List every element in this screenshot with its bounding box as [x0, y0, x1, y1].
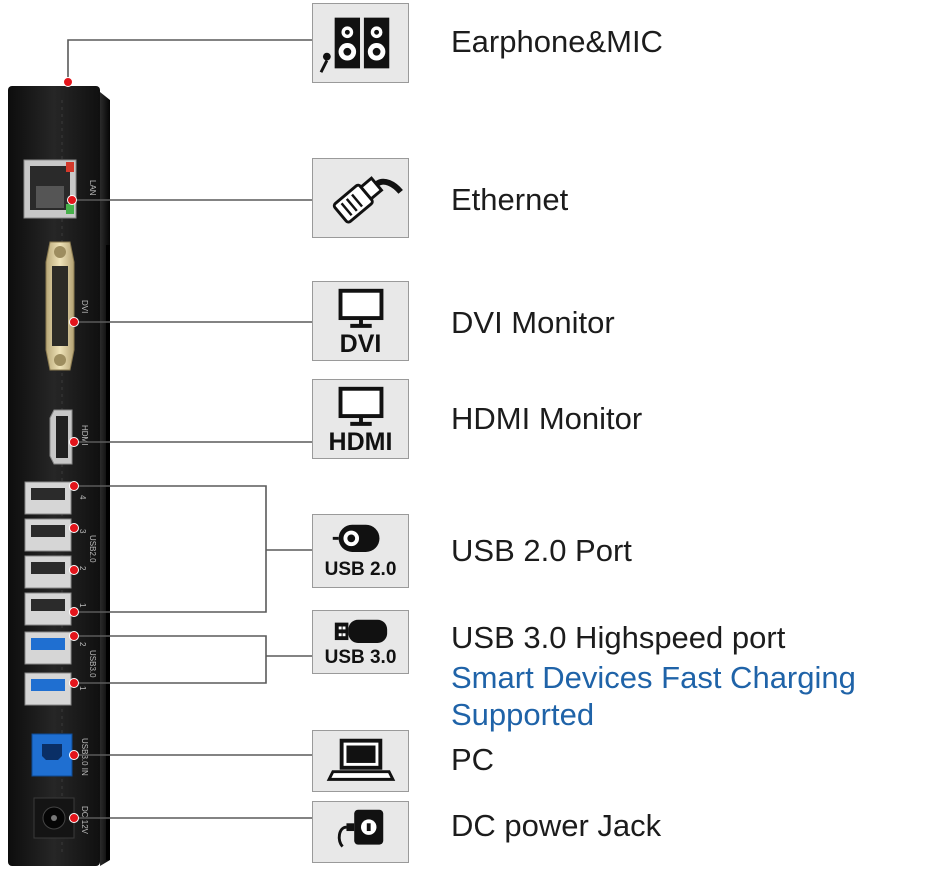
- label-fast-charging-line1: Smart Devices Fast Charging: [451, 660, 856, 695]
- usb-stick-icon: [334, 619, 388, 643]
- label-dvi-monitor: DVI Monitor: [451, 305, 615, 340]
- callout-dot-usb2-3: [69, 523, 79, 533]
- callout-dot-dc: [69, 813, 79, 823]
- device-front-panel: [8, 86, 100, 866]
- usb2-caption: USB 2.0: [324, 559, 397, 580]
- hdmi-monitor-icon-box: HDMI: [312, 379, 409, 459]
- label-usb3-port: USB 3.0 Highspeed port: [451, 620, 786, 655]
- callout-dot-ethernet: [67, 195, 77, 205]
- laptop-icon: [326, 738, 396, 781]
- label-ethernet: Ethernet: [451, 182, 569, 217]
- dvi-monitor-icon-box: DVI: [312, 281, 409, 361]
- hdmi-port-label: HDMI: [80, 425, 89, 445]
- connector-lines: [67, 39, 312, 819]
- usb3-port-num-1: 1: [78, 686, 87, 691]
- callout-dot-usb3-2: [69, 631, 79, 641]
- pc-icon-box: [312, 730, 409, 792]
- label-fast-charging-line2: Supported: [451, 697, 595, 732]
- usb3-upstream-port: USB3.0 IN: [31, 733, 89, 777]
- lan-label: LAN: [88, 180, 97, 196]
- label-hdmi-monitor: HDMI Monitor: [451, 401, 643, 436]
- usb2-port-num-4: 4: [78, 495, 87, 500]
- label-dc-power-jack: DC power Jack: [451, 808, 662, 843]
- dvi-caption: DVI: [339, 330, 382, 358]
- callout-dot-usb3-1: [69, 678, 79, 688]
- usb3-ports: 2 USB3.0 1: [24, 631, 97, 706]
- speakers-mic-icon: [319, 17, 390, 73]
- usb3-port-num-2: 2: [78, 642, 87, 647]
- connector-usb3: [74, 635, 312, 684]
- connector-earphone: [67, 39, 312, 82]
- usb3-icon-box: USB 3.0: [312, 610, 409, 674]
- hdmi-caption: HDMI: [328, 428, 393, 456]
- connector-usb2: [74, 485, 312, 613]
- dvi-port-label: DVI: [80, 300, 89, 313]
- usb2-port-num-1: 1: [78, 603, 87, 608]
- usb3-port-label: USB3.0: [88, 650, 97, 678]
- lan-port: LAN: [23, 159, 97, 219]
- callout-dot-usb2-2: [69, 565, 79, 575]
- label-usb2-port: USB 2.0 Port: [451, 533, 632, 568]
- usb3-in-label: USB3.0 IN: [80, 738, 89, 776]
- usb2-ports: 4 3 USB2.0 2 1: [24, 481, 97, 626]
- callout-dot-usb2-4: [69, 481, 79, 491]
- dc-icon-box: [312, 801, 409, 863]
- callout-dot-hdmi: [69, 437, 79, 447]
- power-adapter-icon: [337, 809, 384, 848]
- ethernet-icon-box: [312, 158, 409, 238]
- callout-dot-earphone: [63, 77, 73, 87]
- callout-dot-usb2-1: [69, 607, 79, 617]
- usb2-icon-box: USB 2.0: [312, 514, 409, 588]
- hdmi-port: HDMI: [49, 409, 89, 465]
- callout-dot-pc: [69, 750, 79, 760]
- monitor-icon: [338, 386, 384, 426]
- callout-dots: [63, 77, 79, 823]
- usb2-port-num-2: 2: [78, 566, 87, 571]
- ethernet-plug-icon: [332, 176, 403, 224]
- mouse-icon: [332, 524, 380, 552]
- dc-label: DC 12V: [80, 806, 89, 835]
- usb2-port-num-3: 3: [78, 529, 87, 534]
- monitor-icon: [338, 288, 384, 328]
- usb3-caption: USB 3.0: [324, 647, 397, 668]
- dvi-port: DVI: [45, 241, 89, 371]
- usb2-port-label: USB2.0: [88, 535, 97, 563]
- label-pc: PC: [451, 742, 495, 777]
- label-earphone-mic: Earphone&MIC: [451, 24, 663, 59]
- callout-dot-dvi: [69, 317, 79, 327]
- dc-jack-port: DC 12V: [33, 797, 89, 839]
- earphone-mic-icon-box: [312, 3, 409, 83]
